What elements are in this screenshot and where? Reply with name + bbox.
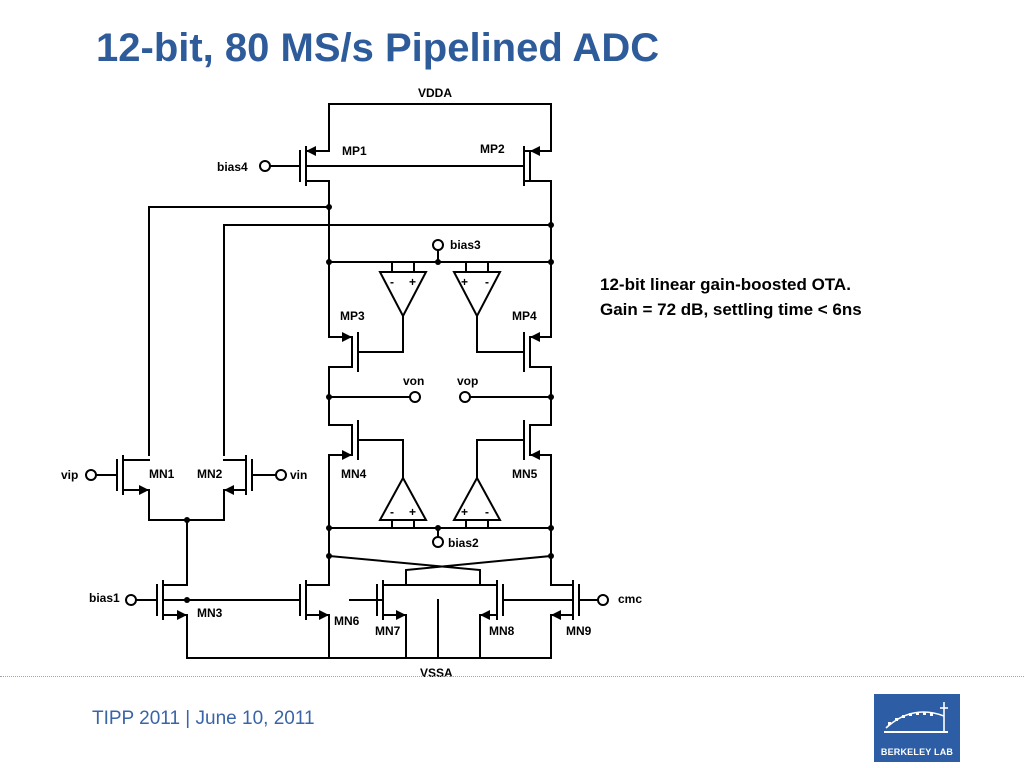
mn1-label: MN1 [149, 467, 175, 481]
mn3-label: MN3 [197, 606, 223, 620]
mp3-transistor [328, 332, 359, 372]
bias2-terminal [432, 536, 444, 548]
cmc-terminal [597, 594, 609, 606]
amp2-plus: + [461, 275, 468, 289]
vdda-label: VDDA [418, 86, 452, 100]
mp1-transistor [299, 146, 330, 186]
mp2-label: MP2 [480, 142, 505, 156]
amp1-plus: + [409, 275, 416, 289]
right-boost-amp-bottom [452, 475, 502, 521]
slide-title: 12-bit, 80 MS/s Pipelined ADC [96, 26, 660, 70]
mp3-label: MP3 [340, 309, 365, 323]
bias3-terminal [432, 239, 444, 251]
vip-terminal [85, 469, 97, 481]
amp3-minus: - [390, 505, 394, 519]
amp3-plus: + [409, 505, 416, 519]
vop-label: vop [457, 374, 478, 388]
von-terminal [409, 391, 421, 403]
bias1-label: bias1 [89, 591, 120, 605]
bias4-terminal [259, 160, 271, 172]
bias2-label: bias2 [448, 536, 479, 550]
amp4-plus: + [461, 505, 468, 519]
vdda-rail [328, 103, 552, 152]
mn8-label: MN8 [489, 624, 515, 638]
vip-label: vip [61, 468, 78, 482]
cmc-label: cmc [618, 592, 642, 606]
ota-description: 12-bit linear gain-boosted OTA. Gain = 7… [600, 272, 862, 322]
footer-divider [0, 676, 1024, 677]
logo-text: BERKELEY LAB [880, 747, 954, 757]
mp1-label: MP1 [342, 144, 367, 158]
left-boost-amp-top [378, 271, 428, 319]
mn6-label: MN6 [334, 614, 360, 628]
mp4-label: MP4 [512, 309, 537, 323]
mn4-label: MN4 [341, 467, 367, 481]
footer-text: TIPP 2011 | June 10, 2011 [92, 708, 315, 729]
bias4-label: bias4 [217, 160, 248, 174]
vin-label: vin [290, 468, 307, 482]
ota-description-line-1: 12-bit linear gain-boosted OTA. [600, 275, 851, 294]
mn9-label: MN9 [566, 624, 592, 638]
amp2-minus: - [485, 275, 489, 289]
mp4-transistor [523, 332, 552, 372]
right-fold-wire [223, 224, 552, 456]
bias3-label: bias3 [450, 238, 481, 252]
left-fold-wire [148, 206, 330, 456]
berkeley-lab-emblem-icon [884, 702, 948, 733]
amp4-minus: - [485, 505, 489, 519]
left-boost-amp-bottom [378, 475, 428, 521]
amp1-minus: - [390, 275, 394, 289]
von-label: von [403, 374, 424, 388]
vop-terminal [459, 391, 471, 403]
bias1-terminal [125, 594, 137, 606]
vssa-label: VSSA [420, 666, 453, 680]
mn5-label: MN5 [512, 467, 538, 481]
mn2-label: MN2 [197, 467, 223, 481]
ota-schematic: VDDA VSSA bias4 bias3 bias2 bias1 vip vi… [61, 86, 642, 680]
ota-description-line-2: Gain = 72 dB, settling time < 6ns [600, 300, 862, 319]
right-boost-amp-top [452, 271, 502, 319]
mn7-label: MN7 [375, 624, 401, 638]
berkeley-lab-logo: BERKELEY LAB [874, 694, 960, 762]
vin-terminal [275, 469, 287, 481]
